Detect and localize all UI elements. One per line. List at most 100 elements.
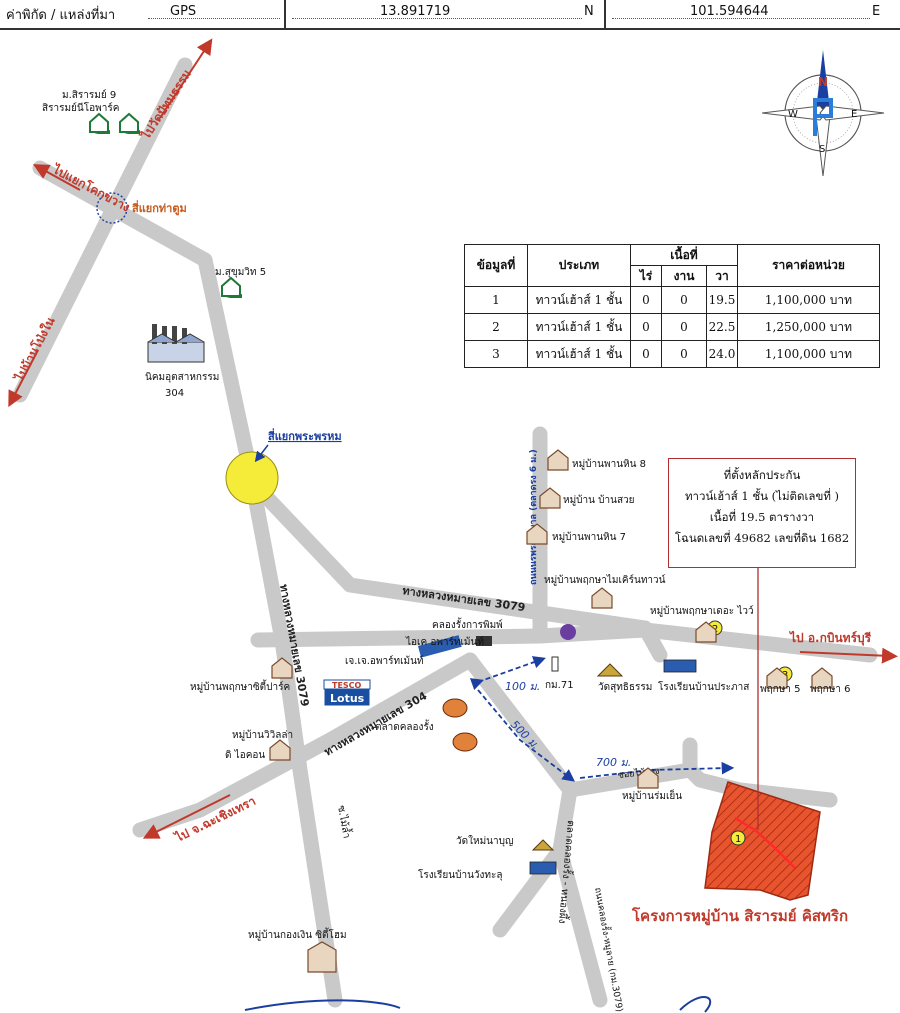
school-icon — [663, 659, 697, 673]
cell-ngan: 0 — [661, 313, 707, 341]
longitude-value: 101.594644 — [690, 4, 769, 19]
tesco-lotus-logo: TESCO Lotus — [323, 679, 371, 707]
marker-1-circle — [730, 830, 746, 846]
km-post-icon — [551, 656, 559, 672]
label-to-kabin: ไป อ.กบินทร์บุรี — [788, 630, 872, 646]
apartment-icon — [418, 635, 462, 658]
header-divider — [284, 0, 286, 28]
village-house-icon — [526, 523, 548, 545]
label-wat-suthi: วัดสุทธิธรรม — [598, 682, 652, 693]
label-sia-ta-tum: สี่แยกท่าตูม — [132, 200, 187, 216]
compass-n: N — [818, 75, 828, 89]
temple-icon — [596, 663, 624, 677]
label-prueksa6: พฤกษา 6 — [810, 684, 850, 695]
header-divider — [604, 0, 606, 28]
lon-dotline — [612, 18, 870, 19]
village-house-icon — [547, 449, 569, 471]
dist-500-arrow — [477, 689, 576, 782]
label-v-kongngoen: หมู่บ้านกองเงิน ซิตี้โฮม — [248, 927, 347, 941]
label-id-apt: ไอเค อพาร์ทเม้นท์ — [405, 636, 484, 648]
road-main-north — [197, 252, 343, 1008]
factory-icon — [147, 324, 205, 363]
school-icon — [529, 861, 557, 875]
cell-price: 1,100,000 บาท — [737, 340, 880, 368]
info-deed: โฉนดเลขที่ 49682 เลขที่ดิน 1682 — [674, 531, 850, 545]
arrow-to-kabin — [799, 647, 898, 664]
label-v-phanhin7: หมู่บ้านพานหิน 7 — [552, 531, 626, 543]
label-jj-apt: เจ.เจ.อพาร์ทเม้นท์ — [345, 655, 424, 667]
cell-wa: 24.0 — [706, 340, 738, 368]
market-icon — [442, 698, 468, 718]
sia-phra-phrom-pointer — [254, 444, 269, 463]
cell-rai: 0 — [630, 340, 662, 368]
distance-arrows — [469, 656, 735, 782]
label-v-suai: หมู่บ้าน บ้านสวย — [563, 494, 635, 506]
arrow-to-khok — [32, 164, 81, 191]
compass-s: S — [819, 144, 825, 155]
cell-wa: 19.5 — [706, 286, 738, 314]
compass-rose: N S W E — [761, 50, 885, 177]
road-3079-branch — [247, 477, 653, 636]
cell-no: 2 — [464, 313, 528, 341]
col-header-area: เนื้อที่ — [630, 244, 738, 266]
village-house-icon — [307, 941, 337, 973]
apartment-icon — [476, 636, 492, 646]
label-sirarom9-b: สิรารมย์นีโอพาร์ค — [42, 101, 119, 114]
label-to-pathum: ไปวัดปัทมธรรม — [137, 67, 194, 144]
label-v-the-wave: หมู่บ้านพฤกษาเดอะ ไวว์ — [650, 605, 754, 617]
svg-text:TESCO: TESCO — [332, 681, 362, 690]
road-south — [462, 652, 608, 1008]
col-header-wa: วา — [706, 265, 738, 287]
label-sirarom9-a: ม.สิรารมย์ 9 — [62, 89, 116, 101]
col-header-no: ข้อมูลที่ — [464, 244, 528, 287]
cell-price: 1,100,000 บาท — [737, 286, 880, 314]
temple-icons — [531, 663, 624, 851]
dist-700-arrow — [579, 761, 735, 779]
cell-type: ทาวน์เฮ้าส์ 1 ชั้น — [527, 313, 631, 341]
parcel-boundary-red — [734, 816, 796, 869]
temple-marker-purple — [560, 624, 576, 640]
latitude-value: 13.891719 — [380, 4, 451, 19]
info-title: ที่ตั้งหลักประกัน — [723, 468, 801, 482]
label-km71: กม.71 — [545, 680, 574, 691]
price-table: ข้อมูลที่ ประเภท เนื้อที่ ราคาต่อหน่วย ไ… — [464, 244, 880, 368]
house-icon — [221, 276, 242, 298]
village-house-icon — [811, 667, 833, 689]
compass-w: W — [788, 109, 798, 120]
project-name: โครงการหมู่บ้าน สิรารมย์ คิสทริก — [632, 907, 849, 925]
village-house-icon — [591, 587, 613, 609]
label-market: ตลาดคลองรั้ง — [375, 719, 434, 733]
arrow-to-bang — [8, 349, 39, 408]
cell-rai: 0 — [630, 313, 662, 341]
cell-no: 3 — [464, 340, 528, 368]
village-house-icon — [271, 657, 293, 679]
cell-wa: 22.5 — [706, 313, 738, 341]
col-header-rai: ไร่ — [630, 265, 662, 287]
road-soi-maifang — [562, 762, 838, 808]
label-v-modern: หมู่บ้านพฤกษาไมเคิร์นทาวน์ — [544, 574, 666, 586]
label-school-prakhat: โรงเรียนบ้านประภาส — [658, 680, 749, 693]
house-icon — [119, 112, 140, 134]
label-wat-mai: วัดใหม่นาบุญ — [456, 835, 514, 847]
road-ne-sw-diagonal — [12, 57, 193, 403]
cell-ngan: 0 — [661, 286, 707, 314]
label-sia-phra-phrom: สี่แยกพระพรหม — [268, 428, 342, 443]
svg-text:Lotus: Lotus — [330, 692, 365, 705]
label-d-icon: ดิ ไอคอน — [225, 749, 265, 761]
label-v-villa: หมู่บ้านวิวิลล่า — [232, 729, 293, 741]
house-icons — [89, 112, 242, 298]
project-parcel — [704, 781, 821, 901]
dist-700-label: 700 ม. — [596, 756, 631, 769]
label-industrial: นิคมอุตสาหกรรม — [145, 372, 219, 383]
dist-100-arrow — [469, 656, 546, 691]
label-v-city-park: หมู่บ้านพฤกษาซิตี้ปาร์ค — [190, 679, 290, 693]
village-house-icon — [539, 487, 561, 509]
dist-100-label: 100 ม. — [505, 680, 540, 693]
compass-e: E — [851, 109, 857, 120]
arrow-to-pathum — [159, 38, 213, 119]
cell-type: ทาวน์เฮ้าส์ 1 ชั้น — [527, 340, 631, 368]
village-house-icon — [269, 739, 291, 761]
road-3079-link — [637, 620, 668, 663]
collateral-info-box: ที่ตั้งหลักประกัน ทาวน์เฮ้าส์ 1 ชั้น (ไม… — [668, 458, 856, 568]
label-vertical-road: ถนนนรพระยาบาล (ตลาดรง 6 ม.) — [529, 449, 539, 585]
